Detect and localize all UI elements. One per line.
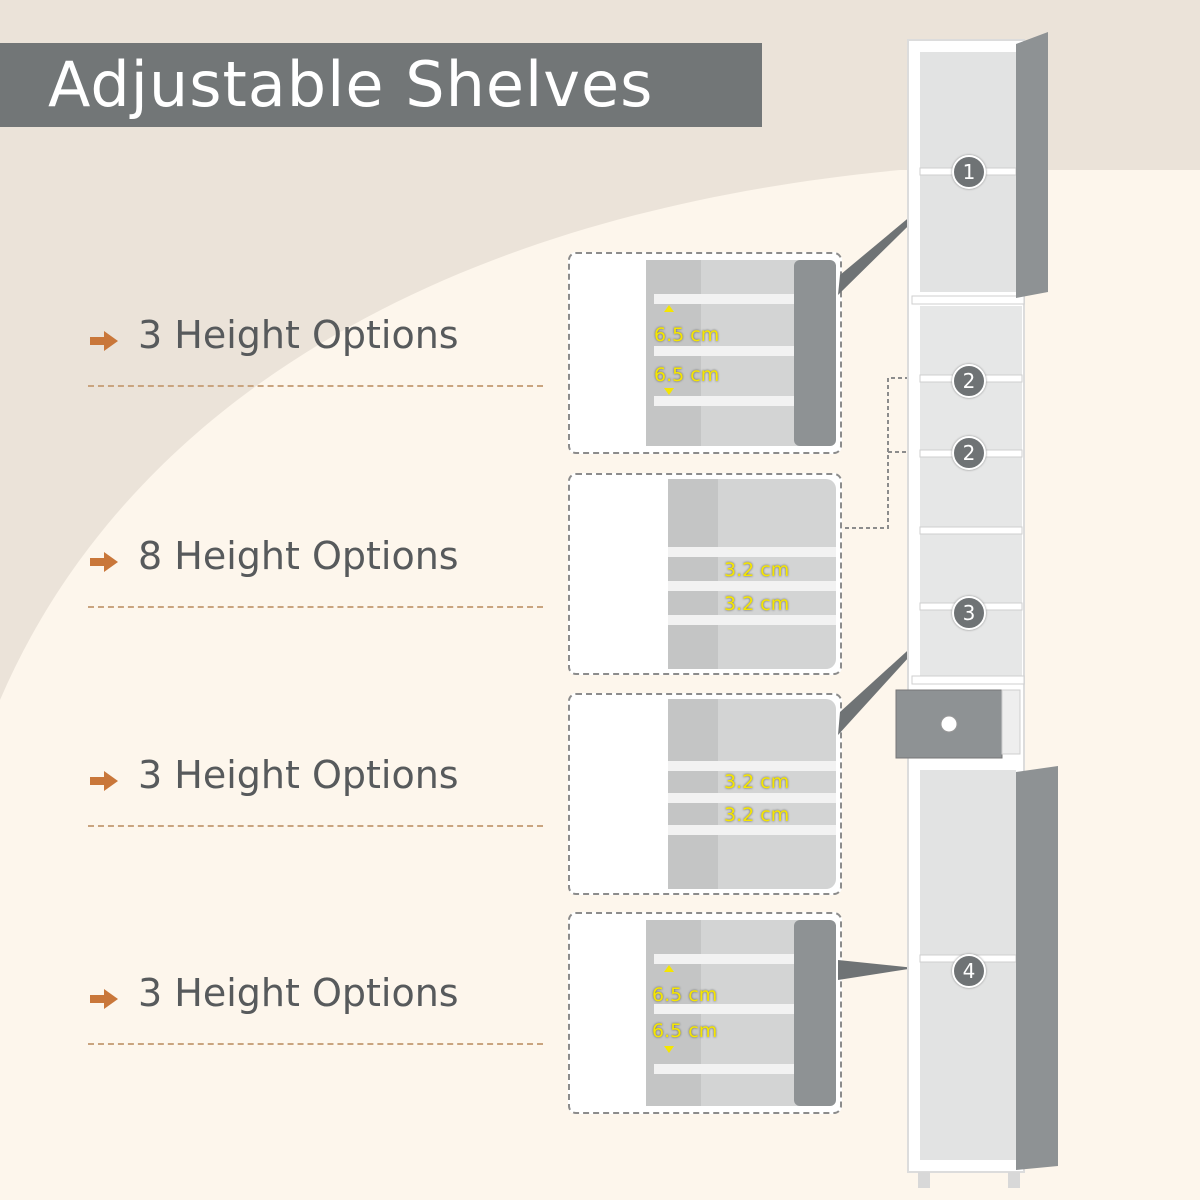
measure-label: 3.2 cm [724,771,790,793]
option-label: 3 Height Options [138,753,459,797]
detail-panel-2: 3.2 cm 3.2 cm [568,473,842,675]
connector-line-2 [845,377,960,529]
option-label: 3 Height Options [138,971,459,1015]
title-bar [0,43,762,127]
measure-label: 3.2 cm [724,593,790,615]
arrow-right-icon [90,552,118,572]
arrow-right-icon [90,989,118,1009]
connector-line-4 [838,960,915,980]
option-row-2: 8 Height Options [88,534,543,608]
detail-panel-1: 6.5 cm 6.5 cm [568,252,842,454]
shelf-closeup-illustration [668,699,836,889]
arrow-right-icon [90,331,118,351]
measure-label: 3.2 cm [724,804,790,826]
detail-panel-4: 6.5 cm 6.5 cm [568,912,842,1114]
shelf-number-badge: 2 [952,364,986,398]
measure-label: 6.5 cm [652,1020,718,1042]
detail-panel-3: 3.2 cm 3.2 cm [568,693,842,895]
shelf-number-badge: 1 [952,155,986,189]
measure-label: 3.2 cm [724,559,790,581]
shelf-number-badge: 2 [952,436,986,470]
shelf-closeup-illustration [646,260,836,446]
shelf-number-badge: 3 [952,596,986,630]
option-label: 3 Height Options [138,313,459,357]
option-row-3: 3 Height Options [88,753,543,827]
measure-label: 6.5 cm [654,324,720,346]
measure-label: 6.5 cm [652,984,718,1006]
shelf-closeup-illustration [668,479,836,669]
shelf-closeup-illustration [646,920,836,1106]
measure-label: 6.5 cm [654,364,720,386]
arrow-right-icon [90,771,118,791]
option-label: 8 Height Options [138,534,459,578]
page-title: Adjustable Shelves [48,48,654,121]
option-row-4: 3 Height Options [88,971,543,1045]
option-row-1: 3 Height Options [88,313,543,387]
shelf-number-badge: 4 [952,954,986,988]
